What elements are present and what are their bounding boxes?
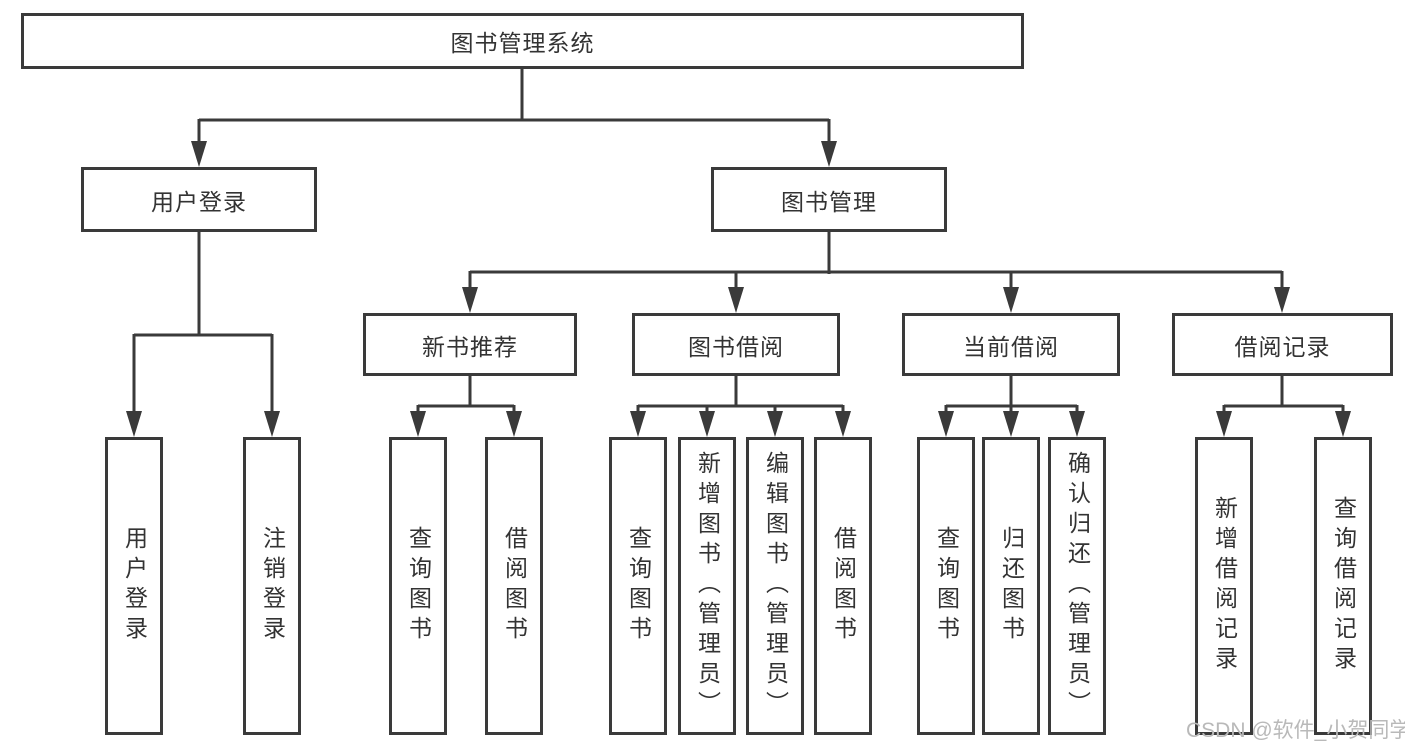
node-user-login: 用户登录 — [81, 167, 317, 232]
leaf-node: 归还图书 — [982, 437, 1040, 735]
leaf-node: 查询借阅记录 — [1314, 437, 1372, 735]
leaf-node-label: 查询图书 — [625, 526, 652, 646]
leaf-node: 新增图书（管理员） — [678, 437, 736, 735]
leaf-node-label: 用户登录 — [121, 526, 148, 646]
node-borrow-records-label: 借阅记录 — [1234, 333, 1331, 360]
watermark: CSDN @软件_小贺同学 — [1186, 719, 1405, 742]
node-book-borrow-label: 图书借阅 — [688, 333, 784, 360]
node-root: 图书管理系统 — [21, 13, 1024, 69]
node-book-management: 图书管理 — [711, 167, 947, 232]
node-borrow-records: 借阅记录 — [1172, 313, 1393, 376]
leaf-node-label: 借阅图书 — [830, 526, 857, 646]
node-new-book-recommend-label: 新书推荐 — [422, 333, 518, 360]
leaf-node: 查询图书 — [917, 437, 975, 735]
leaf-node: 查询图书 — [609, 437, 667, 735]
leaf-node-label: 查询图书 — [933, 526, 960, 646]
leaf-node-label: 确认归还（管理员） — [1064, 451, 1091, 721]
leaf-node: 用户登录 — [105, 437, 163, 735]
leaf-node: 查询图书 — [389, 437, 447, 735]
leaf-node-label: 注销登录 — [259, 526, 286, 646]
node-new-book-recommend: 新书推荐 — [363, 313, 577, 376]
node-book-borrow: 图书借阅 — [632, 313, 840, 376]
leaf-node: 新增借阅记录 — [1195, 437, 1253, 735]
leaf-node: 编辑图书（管理员） — [746, 437, 804, 735]
node-book-management-label: 图书管理 — [781, 188, 877, 215]
leaf-node-label: 新增图书（管理员） — [694, 451, 721, 721]
leaf-node: 注销登录 — [243, 437, 301, 735]
leaf-node: 借阅图书 — [485, 437, 543, 735]
leaf-node-label: 查询图书 — [405, 526, 432, 646]
leaf-node-label: 编辑图书（管理员） — [762, 451, 789, 721]
node-root-label: 图书管理系统 — [450, 30, 595, 56]
leaf-node: 确认归还（管理员） — [1048, 437, 1106, 735]
node-user-login-label: 用户登录 — [151, 188, 247, 215]
leaf-node-label: 查询借阅记录 — [1330, 496, 1357, 676]
node-current-borrow: 当前借阅 — [902, 313, 1120, 376]
leaf-node-label: 新增借阅记录 — [1211, 496, 1238, 676]
leaf-node-label: 归还图书 — [998, 526, 1025, 646]
leaf-node: 借阅图书 — [814, 437, 872, 735]
leaf-node-label: 借阅图书 — [501, 526, 528, 646]
node-current-borrow-label: 当前借阅 — [963, 333, 1059, 360]
arrowheads — [126, 141, 1351, 437]
